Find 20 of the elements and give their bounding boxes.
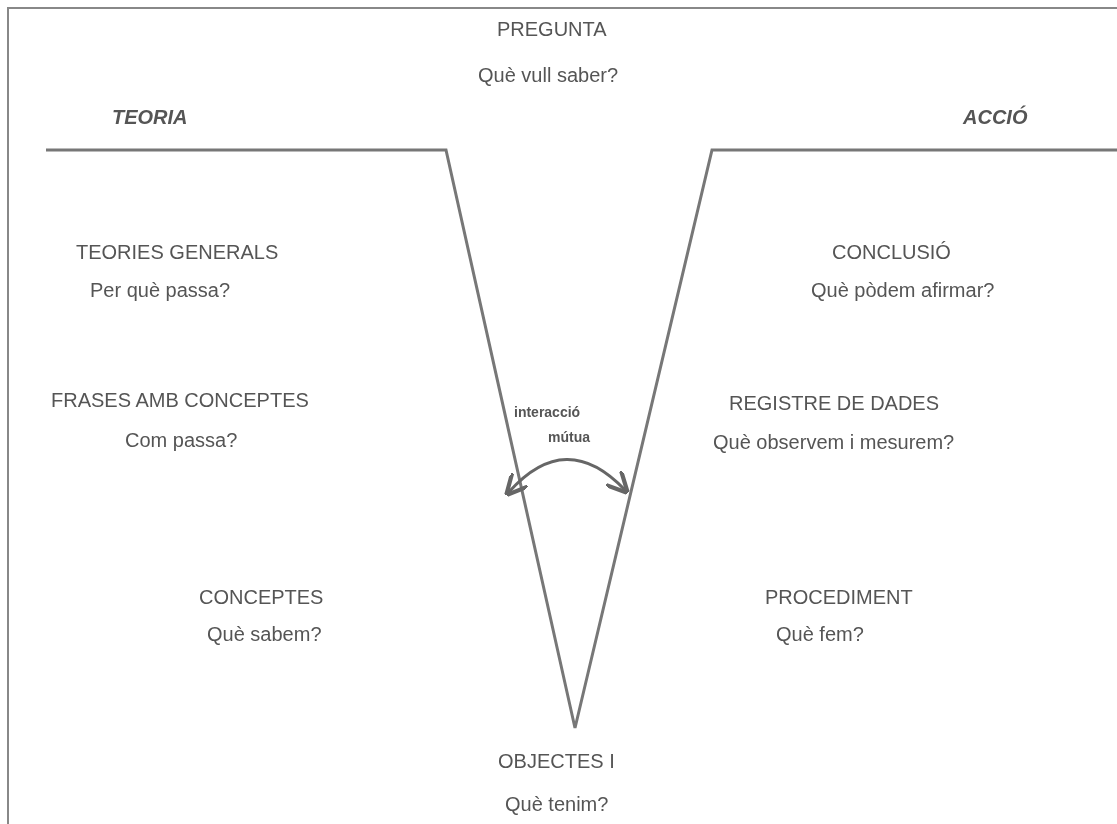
question-text: Què fem? (776, 622, 864, 646)
question-text: Com passa? (125, 428, 238, 452)
question-text: Què vull saber? (478, 63, 619, 87)
heading-text: TEORIES GENERALS (76, 240, 279, 264)
question-text: Què tenim? (505, 792, 609, 816)
heading-text: PREGUNTA (497, 17, 607, 41)
question-text: Què pòdem afirmar? (811, 278, 995, 302)
question-text: Per què passa? (90, 278, 231, 302)
heading-text: FRASES AMB CONCEPTES (51, 388, 309, 412)
section-heading: ACCIÓ (963, 105, 1028, 129)
annotation-text: interacció (514, 404, 581, 420)
heading-text: CONCEPTES (199, 585, 324, 609)
heading-text: CONCLUSIÓ (832, 240, 951, 264)
annotation-text: mútua (548, 429, 590, 445)
heading-text: PROCEDIMENT (765, 585, 913, 609)
heading-text: OBJECTES I (498, 749, 615, 773)
heading-text: REGISTRE DE DADES (729, 391, 940, 415)
section-heading: TEORIA (112, 105, 188, 129)
question-text: Què sabem? (207, 622, 322, 646)
question-text: Què observem i mesurem? (713, 430, 955, 454)
